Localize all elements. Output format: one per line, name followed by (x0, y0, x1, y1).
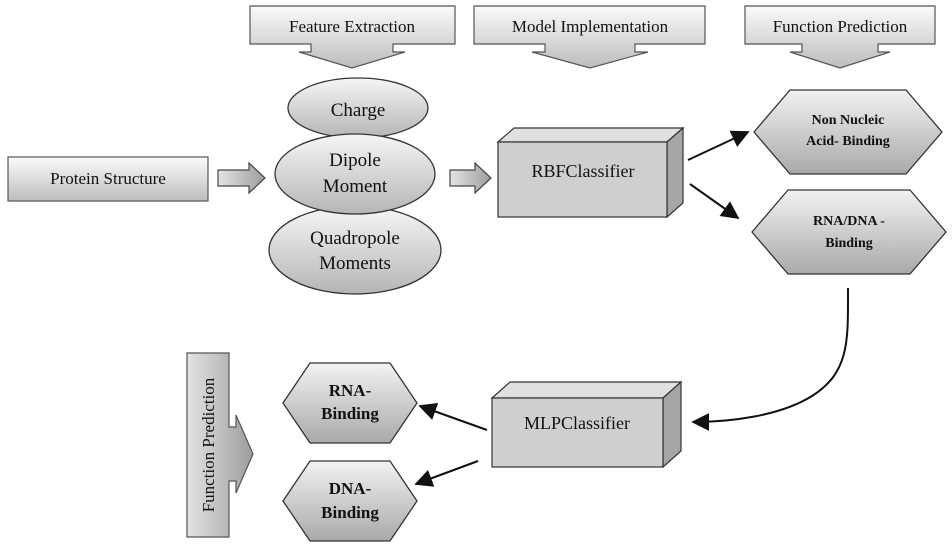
feature-oval-dipole: Dipole Moment (274, 133, 436, 215)
dipole-label-line1: Dipole (329, 150, 381, 171)
rna-binding-label-line2: Binding (321, 404, 379, 423)
dipole-label-line2: Moment (323, 176, 388, 197)
charge-label: Charge (331, 100, 386, 121)
dna-binding-label-line1: DNA- (329, 479, 372, 498)
arrow-mlp-to-rna (418, 402, 488, 431)
header-feature-extraction-label: Feature Extraction (289, 17, 416, 36)
header-model-implementation-label: Model Implementation (512, 17, 669, 36)
vertical-function-prediction-callout: Function Prediction (186, 352, 254, 538)
header-function-prediction: Function Prediction (744, 5, 936, 69)
arrow-rna-dna-to-mlp (691, 287, 850, 431)
block-arrow-to-rbf (449, 161, 492, 195)
arrow-rbf-to-non-nucleic (687, 130, 750, 161)
feature-oval-quadropole: Quadropole Moments (268, 205, 442, 295)
mlp-classifier-box: MLPClassifier (490, 380, 683, 469)
rbf-classifier-box: RBFClassifier (496, 126, 685, 219)
rna-dna-label-line2: Binding (825, 236, 872, 251)
header-model-implementation: Model Implementation (473, 5, 706, 69)
mlp-classifier-label: MLPClassifier (524, 413, 630, 433)
header-feature-extraction: Feature Extraction (249, 5, 456, 69)
prediction-hex-rna-dna: RNA/DNA - Binding (751, 189, 947, 275)
feature-oval-charge: Charge (287, 77, 429, 139)
rna-binding-label-line1: RNA- (329, 381, 372, 400)
protein-structure-box: Protein Structure (7, 156, 209, 202)
final-hex-rna-binding: RNA- Binding (282, 362, 418, 444)
non-nucleic-label-line2: Acid- Binding (806, 134, 890, 149)
quadropole-label-line1: Quadropole (310, 228, 400, 249)
dna-binding-label-line2: Binding (321, 503, 379, 522)
arrow-mlp-to-dna (414, 460, 479, 487)
arrow-rbf-to-rna-dna (689, 183, 740, 220)
vertical-function-prediction-label: Function Prediction (199, 377, 218, 512)
prediction-hex-non-nucleic: Non Nucleic Acid- Binding (753, 89, 943, 175)
non-nucleic-label-line1: Non Nucleic (812, 113, 885, 128)
header-function-prediction-label: Function Prediction (773, 17, 908, 36)
protein-structure-label: Protein Structure (50, 169, 166, 188)
quadropole-label-line2: Moments (319, 253, 391, 274)
rbf-classifier-label: RBFClassifier (531, 161, 634, 181)
rna-dna-label-line1: RNA/DNA - (813, 214, 885, 229)
block-arrow-to-features (217, 161, 266, 195)
final-hex-dna-binding: DNA- Binding (282, 460, 418, 542)
